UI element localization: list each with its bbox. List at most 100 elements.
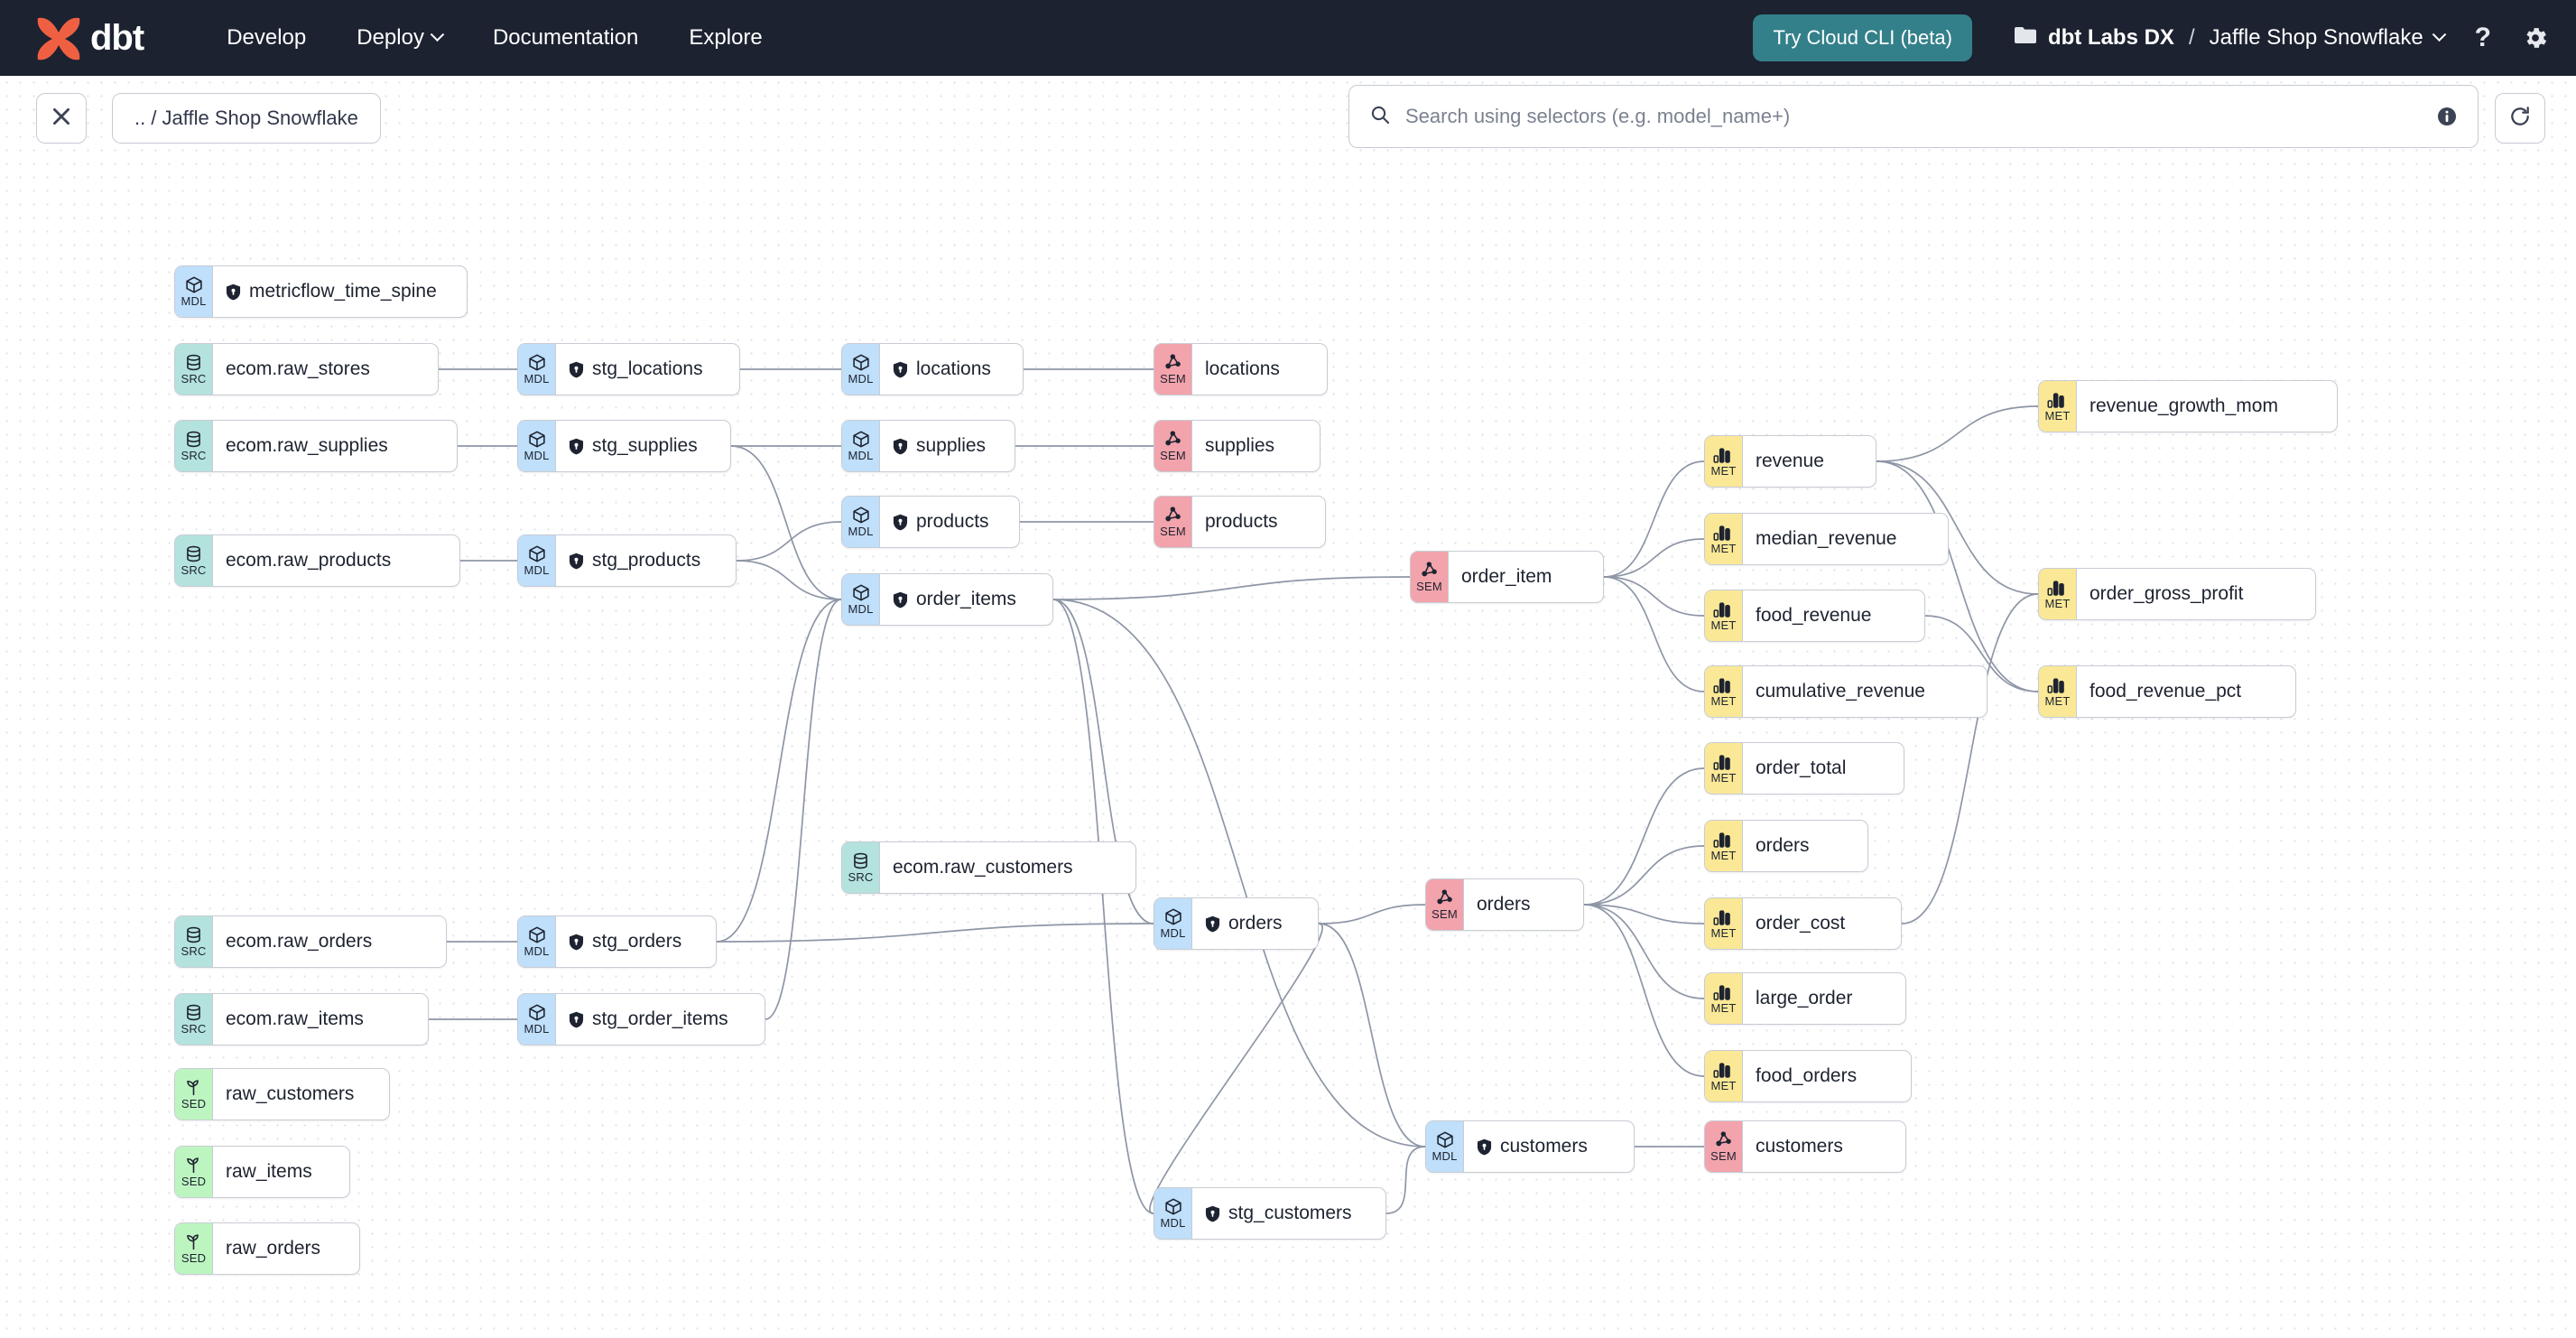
graph-node-label: revenue xyxy=(1756,451,1824,471)
graph-node-stg_products[interactable]: MDL stg_products xyxy=(517,534,737,587)
mdl-type-badge: MDL xyxy=(518,994,556,1045)
graph-node-body: ecom.raw_stores xyxy=(213,344,385,395)
mdl-type-badge: MDL xyxy=(1426,1121,1464,1172)
node-type-label: SRC xyxy=(181,1022,207,1036)
mdl-icon xyxy=(527,925,547,944)
dbt-wordmark: dbt xyxy=(90,17,144,58)
graph-node-stg_orders[interactable]: MDL stg_orders xyxy=(517,915,717,968)
graph-node-mdl_supplies[interactable]: MDL supplies xyxy=(841,420,1015,472)
graph-node-met_orders[interactable]: MET orders xyxy=(1704,820,1868,872)
graph-node-mdl_products[interactable]: MDL products xyxy=(841,496,1020,548)
met-type-badge: MET xyxy=(2039,569,2077,619)
graph-node-mdl_locations[interactable]: MDL locations xyxy=(841,343,1024,395)
graph-node-body: orders xyxy=(1743,821,1824,871)
breadcrumb[interactable]: .. / Jaffle Shop Snowflake xyxy=(112,93,381,144)
lineage-edge xyxy=(1385,1146,1426,1214)
sem-type-badge: SEM xyxy=(1426,879,1464,930)
node-type-label: SEM xyxy=(1416,580,1442,593)
node-type-label: MET xyxy=(1710,849,1737,862)
graph-node-metricflow_time_spine[interactable]: MDL metricflow_time_spine xyxy=(174,265,468,318)
graph-node-stg_customers[interactable]: MDL stg_customers xyxy=(1154,1187,1386,1240)
src-type-badge: SRC xyxy=(175,535,213,586)
dbt-logo[interactable]: dbt xyxy=(31,14,144,61)
graph-node-mdl_customers[interactable]: MDL customers xyxy=(1425,1120,1635,1173)
graph-node-label: order_cost xyxy=(1756,913,1846,934)
met-type-badge: MET xyxy=(1705,436,1743,487)
gear-icon[interactable] xyxy=(2522,24,2549,51)
graph-node-body: food_revenue xyxy=(1743,590,1886,641)
graph-node-body: large_order xyxy=(1743,973,1867,1024)
node-type-label: MDL xyxy=(524,372,550,386)
graph-node-stg_supplies[interactable]: MDL stg_supplies xyxy=(517,420,731,472)
lineage-edge xyxy=(1149,923,1323,1214)
graph-node-body: stg_supplies xyxy=(556,421,712,471)
lineage-edge xyxy=(1318,923,1426,1148)
graph-node-label: metricflow_time_spine xyxy=(249,281,437,302)
lineage-edge xyxy=(1876,460,2039,692)
src-icon xyxy=(184,544,203,563)
graph-node-label: supplies xyxy=(1205,435,1275,456)
refresh-button[interactable] xyxy=(2495,93,2545,144)
met-icon xyxy=(1713,445,1734,464)
sem-icon xyxy=(1420,561,1439,580)
info-icon[interactable] xyxy=(2436,106,2458,127)
close-button[interactable] xyxy=(36,93,87,144)
try-cloud-cli-button[interactable]: Try Cloud CLI (beta) xyxy=(1753,14,1972,61)
nav-deploy-label: Deploy xyxy=(357,25,424,50)
met-icon xyxy=(2047,675,2068,694)
node-type-label: SEM xyxy=(1710,1149,1737,1163)
graph-node-body: order_gross_profit xyxy=(2077,569,2257,619)
graph-node-met_revenue[interactable]: MET revenue xyxy=(1704,435,1876,488)
search-bar[interactable] xyxy=(1348,85,2479,148)
nav-deploy[interactable]: Deploy xyxy=(357,25,445,51)
search-input[interactable] xyxy=(1405,105,2436,128)
help-icon[interactable]: ? xyxy=(2474,23,2491,52)
graph-node-stg_order_items[interactable]: MDL stg_order_items xyxy=(517,993,765,1045)
graph-node-body: order_cost xyxy=(1743,898,1859,949)
nav-explore[interactable]: Explore xyxy=(689,25,762,51)
sem-icon xyxy=(1163,506,1182,525)
sed-icon xyxy=(184,1232,203,1251)
project-chevron-down-icon[interactable] xyxy=(2432,26,2446,42)
node-type-label: MET xyxy=(1710,464,1737,478)
node-type-label: MDL xyxy=(1160,1216,1186,1230)
graph-node-mdl_orders[interactable]: MDL orders xyxy=(1154,897,1319,950)
sem-icon xyxy=(1163,353,1182,372)
account-project-breadcrumb[interactable]: dbt Labs DX / Jaffle Shop Snowflake xyxy=(2014,25,2446,51)
lineage-edge xyxy=(716,599,842,943)
lineage-edge xyxy=(1052,599,1154,925)
graph-node-mdl_order_items[interactable]: MDL order_items xyxy=(841,573,1053,626)
graph-node-stg_locations[interactable]: MDL stg_locations xyxy=(517,343,740,395)
governance-shield-icon xyxy=(893,438,908,455)
nav-documentation[interactable]: Documentation xyxy=(493,25,638,51)
nav-develop[interactable]: Develop xyxy=(227,25,306,51)
met-type-badge: MET xyxy=(1705,1051,1743,1101)
sem-icon xyxy=(1163,430,1182,449)
